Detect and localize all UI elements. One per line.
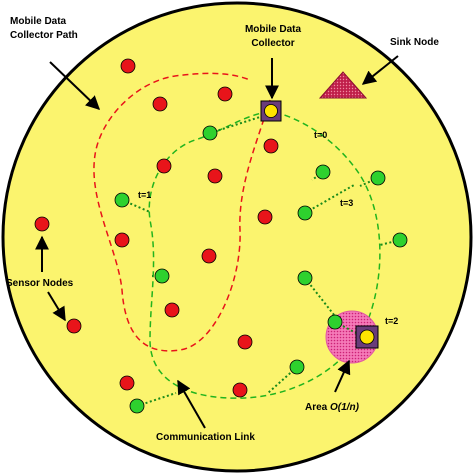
sink-node-label: Sink Node: [390, 37, 439, 48]
sensor-node-green: [370, 170, 386, 186]
collector-path-label-1: Mobile Data: [10, 16, 67, 27]
sensor-node-red: [232, 382, 248, 398]
area-label-math: O(1/n): [330, 402, 360, 413]
sensor-node-red: [120, 58, 136, 74]
arrow: [361, 55, 399, 85]
sensor-node-red: [119, 375, 135, 391]
sensor-node-green: [289, 359, 305, 375]
collector-path-red: [93, 72, 271, 352]
sensor-node-red: [152, 96, 168, 112]
sensor-node-green: [202, 125, 218, 141]
annotation-arrows: [35, 55, 399, 429]
arrow: [47, 291, 66, 322]
sensor-node-green: [327, 314, 343, 330]
collector-label-1: Mobile Data: [245, 24, 302, 35]
sensor-node-red: [207, 168, 223, 184]
sensor-node-green: [315, 164, 331, 180]
mobile-collector-icon: [260, 100, 282, 122]
sensor-node-green: [392, 232, 408, 248]
sensor-node-red: [237, 334, 253, 350]
sensor-node-red: [217, 86, 233, 102]
time-label-t2: t=2: [385, 316, 398, 326]
sensor-node-green: [154, 268, 170, 284]
red-sensor-nodes: [34, 58, 279, 398]
collector-label-2: Collector: [251, 38, 294, 49]
sensor-node-red: [114, 232, 130, 248]
arrow: [49, 61, 101, 110]
sensor-node-red: [66, 318, 82, 334]
sensor-node-green: [129, 398, 145, 414]
area-label-prefix: Area: [305, 402, 330, 413]
time-label-t3: t=3: [340, 198, 353, 208]
time-label-t0: t=0: [314, 130, 327, 140]
sensor-node-red: [263, 138, 279, 154]
arrow: [334, 359, 351, 393]
sensor-nodes-label: Sensor Nodes: [6, 278, 74, 289]
communication-link-label: Communication Link: [156, 432, 255, 443]
mobile-collector-icon: [355, 325, 379, 349]
sensor-node-red: [257, 209, 273, 225]
green-sensor-nodes: [114, 125, 408, 414]
sensor-node-red: [164, 302, 180, 318]
sensor-node-red: [34, 216, 50, 232]
sensor-node-green: [297, 270, 313, 286]
sink-node-icon: [318, 71, 368, 99]
area-label: Area O(1/n): [305, 402, 360, 413]
arrow: [177, 379, 206, 429]
sensor-node-red: [201, 248, 217, 264]
sensor-node-red: [156, 158, 172, 174]
sensor-node-green: [114, 192, 130, 208]
collector-path-label-2: Collector Path: [10, 30, 78, 41]
time-label-t1: t=1: [138, 190, 151, 200]
collector-path-green: [148, 111, 381, 399]
sensor-node-green: [297, 205, 313, 221]
